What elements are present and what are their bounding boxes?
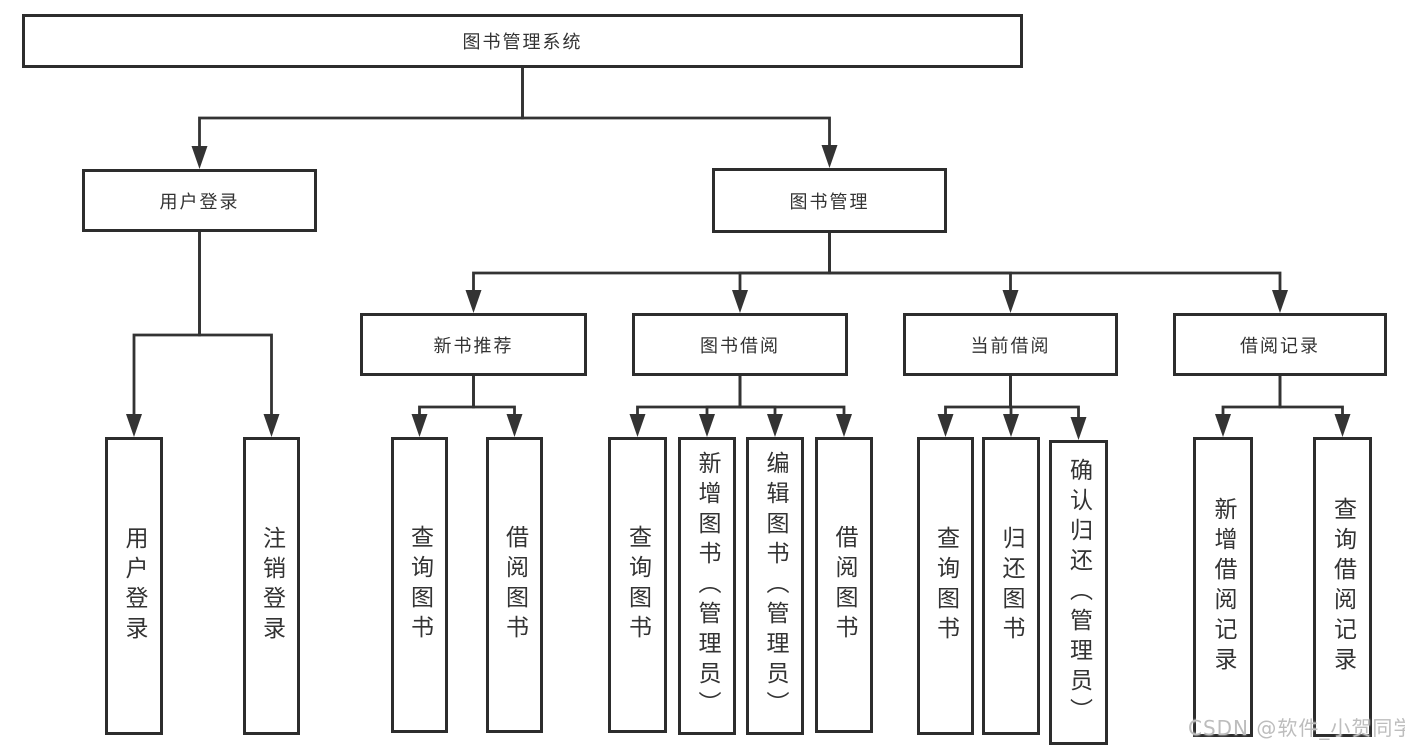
node-leaf-user-login: 用户登录: [105, 437, 163, 735]
node-leaf-logout: 注销登录: [243, 437, 300, 735]
node-label: 确认归还（管理员）: [1065, 457, 1092, 728]
node-leaf-borrow-book-2: 借阅图书: [815, 437, 873, 733]
node-label: 查询借阅记录: [1329, 497, 1356, 677]
node-current-borrow: 当前借阅: [903, 313, 1118, 376]
node-leaf-query-record: 查询借阅记录: [1313, 437, 1372, 737]
node-label: 注销登录: [258, 526, 285, 646]
node-label: 用户登录: [159, 191, 240, 213]
node-label: 查询图书: [932, 526, 959, 646]
node-book-mgmt: 图书管理: [712, 168, 947, 233]
node-leaf-edit-book: 编辑图书（管理员）: [746, 437, 804, 735]
node-leaf-query-book-3: 查询图书: [917, 437, 974, 735]
node-root: 图书管理系统: [22, 14, 1023, 68]
watermark: CSDN @软件_小贺同学: [1188, 716, 1405, 740]
node-leaf-add-record: 新增借阅记录: [1193, 437, 1253, 737]
node-label: 图书借阅: [700, 335, 780, 357]
node-label: 借阅图书: [831, 525, 857, 645]
node-leaf-borrow-book-1: 借阅图书: [486, 437, 543, 733]
node-user-login: 用户登录: [82, 169, 317, 232]
node-label: 新增图书（管理员）: [694, 451, 720, 721]
node-label: 借阅记录: [1240, 335, 1320, 357]
node-leaf-return-book: 归还图书: [982, 437, 1040, 735]
node-new-book: 新书推荐: [360, 313, 587, 376]
node-leaf-confirm-return: 确认归还（管理员）: [1049, 440, 1108, 745]
node-label: 归还图书: [998, 526, 1024, 646]
node-leaf-query-book-1: 查询图书: [391, 437, 448, 733]
node-label: 新书推荐: [433, 335, 514, 357]
node-label: 编辑图书（管理员）: [762, 451, 788, 721]
node-leaf-query-book-2: 查询图书: [608, 437, 667, 733]
node-label: 新增借阅记录: [1210, 497, 1236, 677]
node-label: 用户登录: [121, 526, 147, 646]
node-label: 图书管理系统: [462, 32, 583, 53]
node-label: 查询图书: [624, 525, 651, 645]
node-borrow-record: 借阅记录: [1173, 313, 1387, 376]
node-label: 查询图书: [406, 525, 433, 645]
node-book-borrow: 图书借阅: [632, 313, 848, 376]
node-leaf-add-book: 新增图书（管理员）: [678, 437, 736, 735]
node-label: 图书管理: [789, 191, 870, 213]
node-label: 借阅图书: [501, 525, 528, 645]
node-label: 当前借阅: [970, 335, 1051, 357]
